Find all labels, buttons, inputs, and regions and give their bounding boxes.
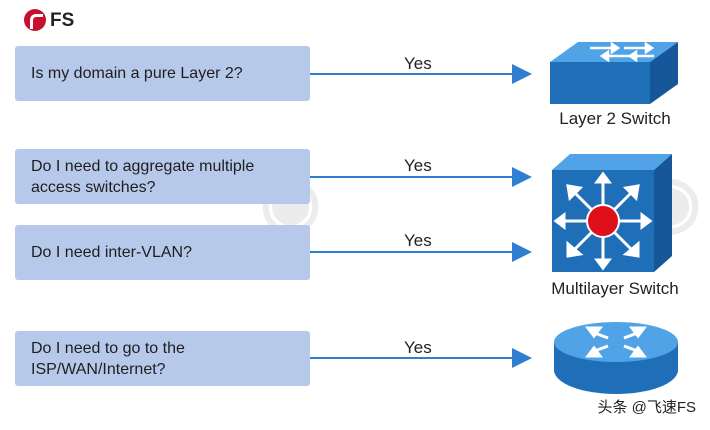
source-watermark: 头条 @飞速FS [597,399,696,416]
layer2-switch-icon [550,41,678,104]
fs-logo-text: FS [50,10,75,31]
answer-label: Yes [404,338,432,357]
router-icon [554,322,678,394]
answer-label: Yes [404,54,432,73]
device-label-layer2-switch: Layer 2 Switch [559,109,671,128]
fs-logo-icon [24,9,46,31]
device-label-multilayer-switch: Multilayer Switch [551,279,679,298]
fs-logo: FS [24,9,84,35]
question-text: Do I need inter-VLAN? [31,244,192,261]
question-text: Is my domain a pure Layer 2? [31,65,243,82]
multilayer-switch-icon [552,154,672,272]
question-box-internet: Do I need to go to the ISP/WAN/Internet? [15,331,310,386]
question-text: Do I need to go to the ISP/WAN/Internet? [31,339,185,378]
question-text: Do I need to aggregate multiple access s… [31,157,255,196]
question-box-layer2: Is my domain a pure Layer 2? [15,46,310,101]
question-box-aggregate: Do I need to aggregate multiple access s… [15,149,310,204]
question-box-inter-vlan: Do I need inter-VLAN? [15,225,310,280]
answer-label: Yes [404,231,432,250]
answer-label: Yes [404,156,432,175]
